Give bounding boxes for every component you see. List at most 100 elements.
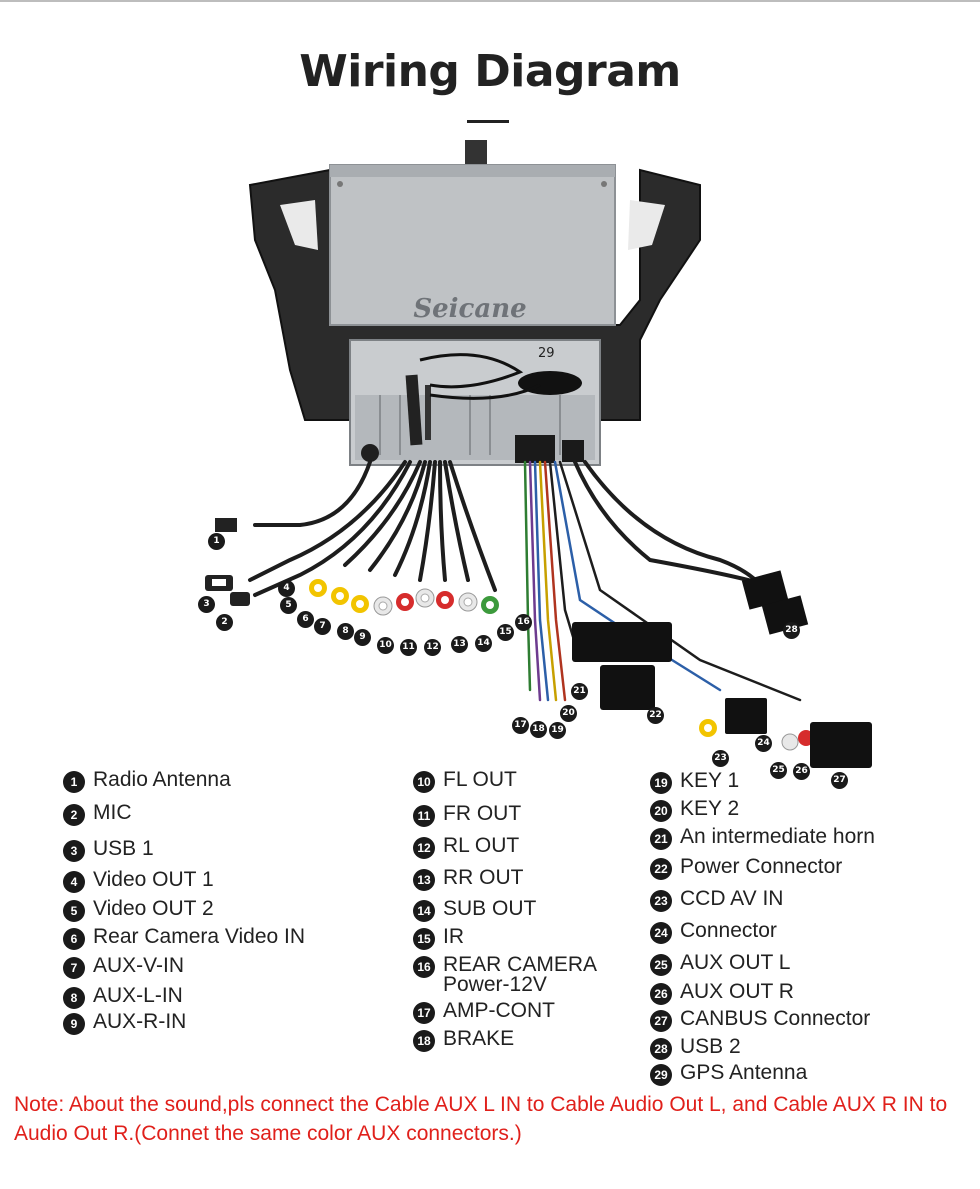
callout-28: 28 — [783, 622, 800, 639]
legend-number: 7 — [63, 957, 85, 979]
legend-number: 21 — [650, 828, 672, 850]
power-connector — [572, 622, 672, 662]
legend-item-aux-out-r: 26 AUX OUT R — [650, 980, 794, 1005]
harness-socket — [515, 435, 555, 463]
callout-2: 2 — [216, 614, 233, 631]
legend-item-ccd-av-in: 23 CCD AV IN — [650, 887, 784, 912]
callout-22: 22 — [647, 707, 664, 724]
chassis-top-plate — [329, 164, 616, 326]
legend-label: AUX-R-IN — [93, 1010, 187, 1033]
legend-label: Rear Camera Video IN — [93, 925, 306, 948]
legend-label: AUX-V-IN — [93, 954, 185, 977]
brand-logo: Seicane — [413, 294, 526, 324]
callout-15: 15 — [497, 624, 514, 641]
legend-label: KEY 2 — [680, 797, 740, 820]
callout-5: 5 — [280, 597, 297, 614]
callout-26: 26 — [793, 763, 810, 780]
legend-number: 4 — [63, 871, 85, 893]
usb2-socket — [562, 440, 584, 462]
legend-label: Video OUT 1 — [93, 868, 214, 891]
callout-12: 12 — [424, 639, 441, 656]
mic-plug — [230, 592, 250, 606]
aux-out-l-plug — [781, 733, 799, 751]
bezel-left-vent — [280, 200, 318, 250]
legend-number: 3 — [63, 840, 85, 862]
callout-10: 10 — [377, 637, 394, 654]
callout-1: 1 — [208, 533, 225, 550]
legend-number: 13 — [413, 869, 435, 891]
callout-25: 25 — [770, 762, 787, 779]
legend-label: Connector — [680, 919, 777, 942]
legend-number: 26 — [650, 983, 672, 1005]
legend-number: 1 — [63, 771, 85, 793]
callout-20: 20 — [560, 705, 577, 722]
legend-number: 20 — [650, 800, 672, 822]
legend-item-usb1: 3 USB 1 — [63, 837, 154, 862]
legend-number: 24 — [650, 922, 672, 944]
legend-number: 5 — [63, 900, 85, 922]
legend-label: FR OUT — [443, 802, 522, 825]
callout-21: 21 — [571, 683, 588, 700]
legend-label: Power Connector — [680, 855, 843, 878]
callout-16: 16 — [515, 614, 532, 631]
legend-label: GPS Antenna — [680, 1061, 808, 1084]
callout-13: 13 — [451, 636, 468, 653]
legend-label: USB 1 — [93, 837, 154, 860]
legend-label: CCD AV IN — [680, 887, 784, 910]
legend-item-ir: 15 IR — [413, 925, 464, 950]
legend-item-aux-out-l: 25 AUX OUT L — [650, 951, 791, 976]
connector-24 — [725, 698, 767, 734]
legend-number: 25 — [650, 954, 672, 976]
legend-label: RR OUT — [443, 866, 524, 889]
legend-number: 18 — [413, 1030, 435, 1052]
legend-label: IR — [443, 925, 464, 948]
legend-label: AUX OUT L — [680, 951, 791, 974]
mount-tab — [465, 140, 487, 165]
antenna-module — [405, 374, 423, 446]
legend-item-rr-out: 13 RR OUT — [413, 866, 524, 891]
legend-number: 23 — [650, 890, 672, 912]
legend-item-brake: 18 BRAKE — [413, 1027, 515, 1052]
callout-24: 24 — [755, 735, 772, 752]
legend-label: SUB OUT — [443, 897, 537, 920]
sound-note: Note: About the sound,pls connect the Ca… — [14, 1093, 948, 1145]
title-underline — [467, 120, 509, 123]
rca-plugs — [309, 579, 499, 616]
legend-item-mic: 2 MIC — [63, 801, 132, 826]
usb2-plug — [741, 570, 789, 610]
legend-label: MIC — [93, 801, 132, 824]
callout-7: 7 — [314, 618, 331, 635]
legend-number: 28 — [650, 1038, 672, 1060]
callout-3: 3 — [198, 596, 215, 613]
legend-item-sub-out: 14 SUB OUT — [413, 897, 537, 922]
callout-8: 8 — [337, 623, 354, 640]
legend-number: 10 — [413, 771, 435, 793]
callout-9: 9 — [354, 629, 371, 646]
legend-number: 9 — [63, 1013, 85, 1035]
legend-number: 2 — [63, 804, 85, 826]
callout-23: 23 — [712, 750, 729, 767]
legend-label-line1: REAR CAMERA — [443, 953, 598, 976]
callout-29: 29 — [538, 346, 555, 361]
legend-label: BRAKE — [443, 1027, 515, 1050]
callout-17: 17 — [512, 717, 529, 734]
callout-19: 19 — [549, 722, 566, 739]
legend-item-aux-v-in: 7 AUX-V-IN — [63, 954, 185, 979]
legend-number: 14 — [413, 900, 435, 922]
legend-number: 12 — [413, 837, 435, 859]
legend-number: 15 — [413, 928, 435, 950]
legend-label: Radio Antenna — [93, 768, 231, 791]
legend-label: AUX OUT R — [680, 980, 794, 1003]
legend-item-radio-antenna: 1 Radio Antenna — [63, 768, 231, 793]
